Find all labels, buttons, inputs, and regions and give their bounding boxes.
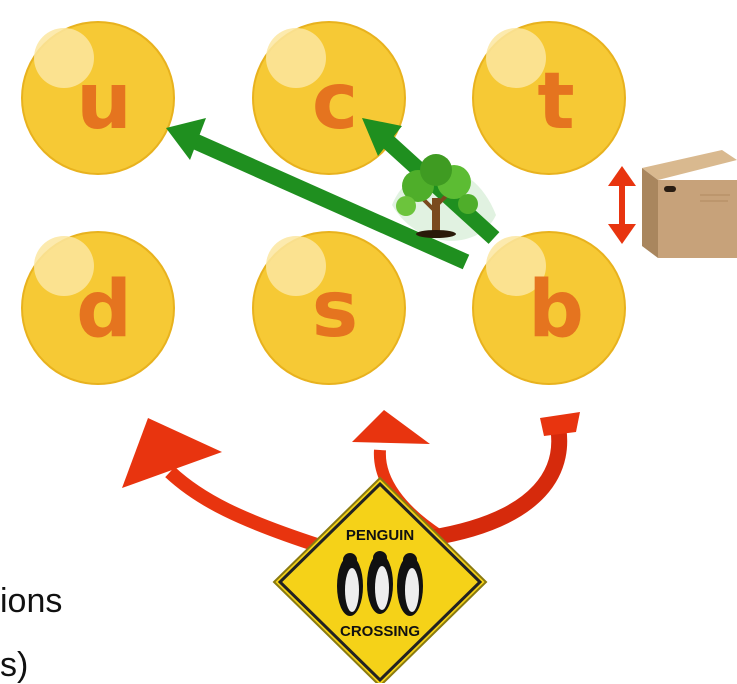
quark-ball-t: t [472,21,626,175]
cardboard-box-icon [642,150,737,258]
quark-ball-s: s [252,231,406,385]
text-fragment-line-1: ions [0,582,63,620]
quark-ball-c: c [252,21,406,175]
quark-label-d: d [76,265,132,355]
red-double-arrow [608,166,636,244]
quark-label-t: t [537,57,574,147]
sign-line-1: PENGUIN [346,527,414,544]
tree-icon [396,154,478,238]
quark-label-u: u [76,57,132,147]
red-arrow-to-d [122,418,323,553]
quark-ball-u: u [21,21,175,175]
penguin-crossing-sign-icon: PENGUIN CROSSING [272,476,488,683]
arrow-b-to-u [166,118,470,270]
penguins-icon [337,551,423,616]
red-curve-from-b [428,412,580,546]
sign-line-2: CROSSING [340,623,420,640]
quark-label-c: c [312,57,358,147]
quark-label-s: s [312,265,358,355]
quark-label-b: b [528,265,584,355]
quark-ball-d: d [21,231,175,385]
quark-ball-b: b [472,231,626,385]
text-fragment-line-2: s) [0,646,29,684]
